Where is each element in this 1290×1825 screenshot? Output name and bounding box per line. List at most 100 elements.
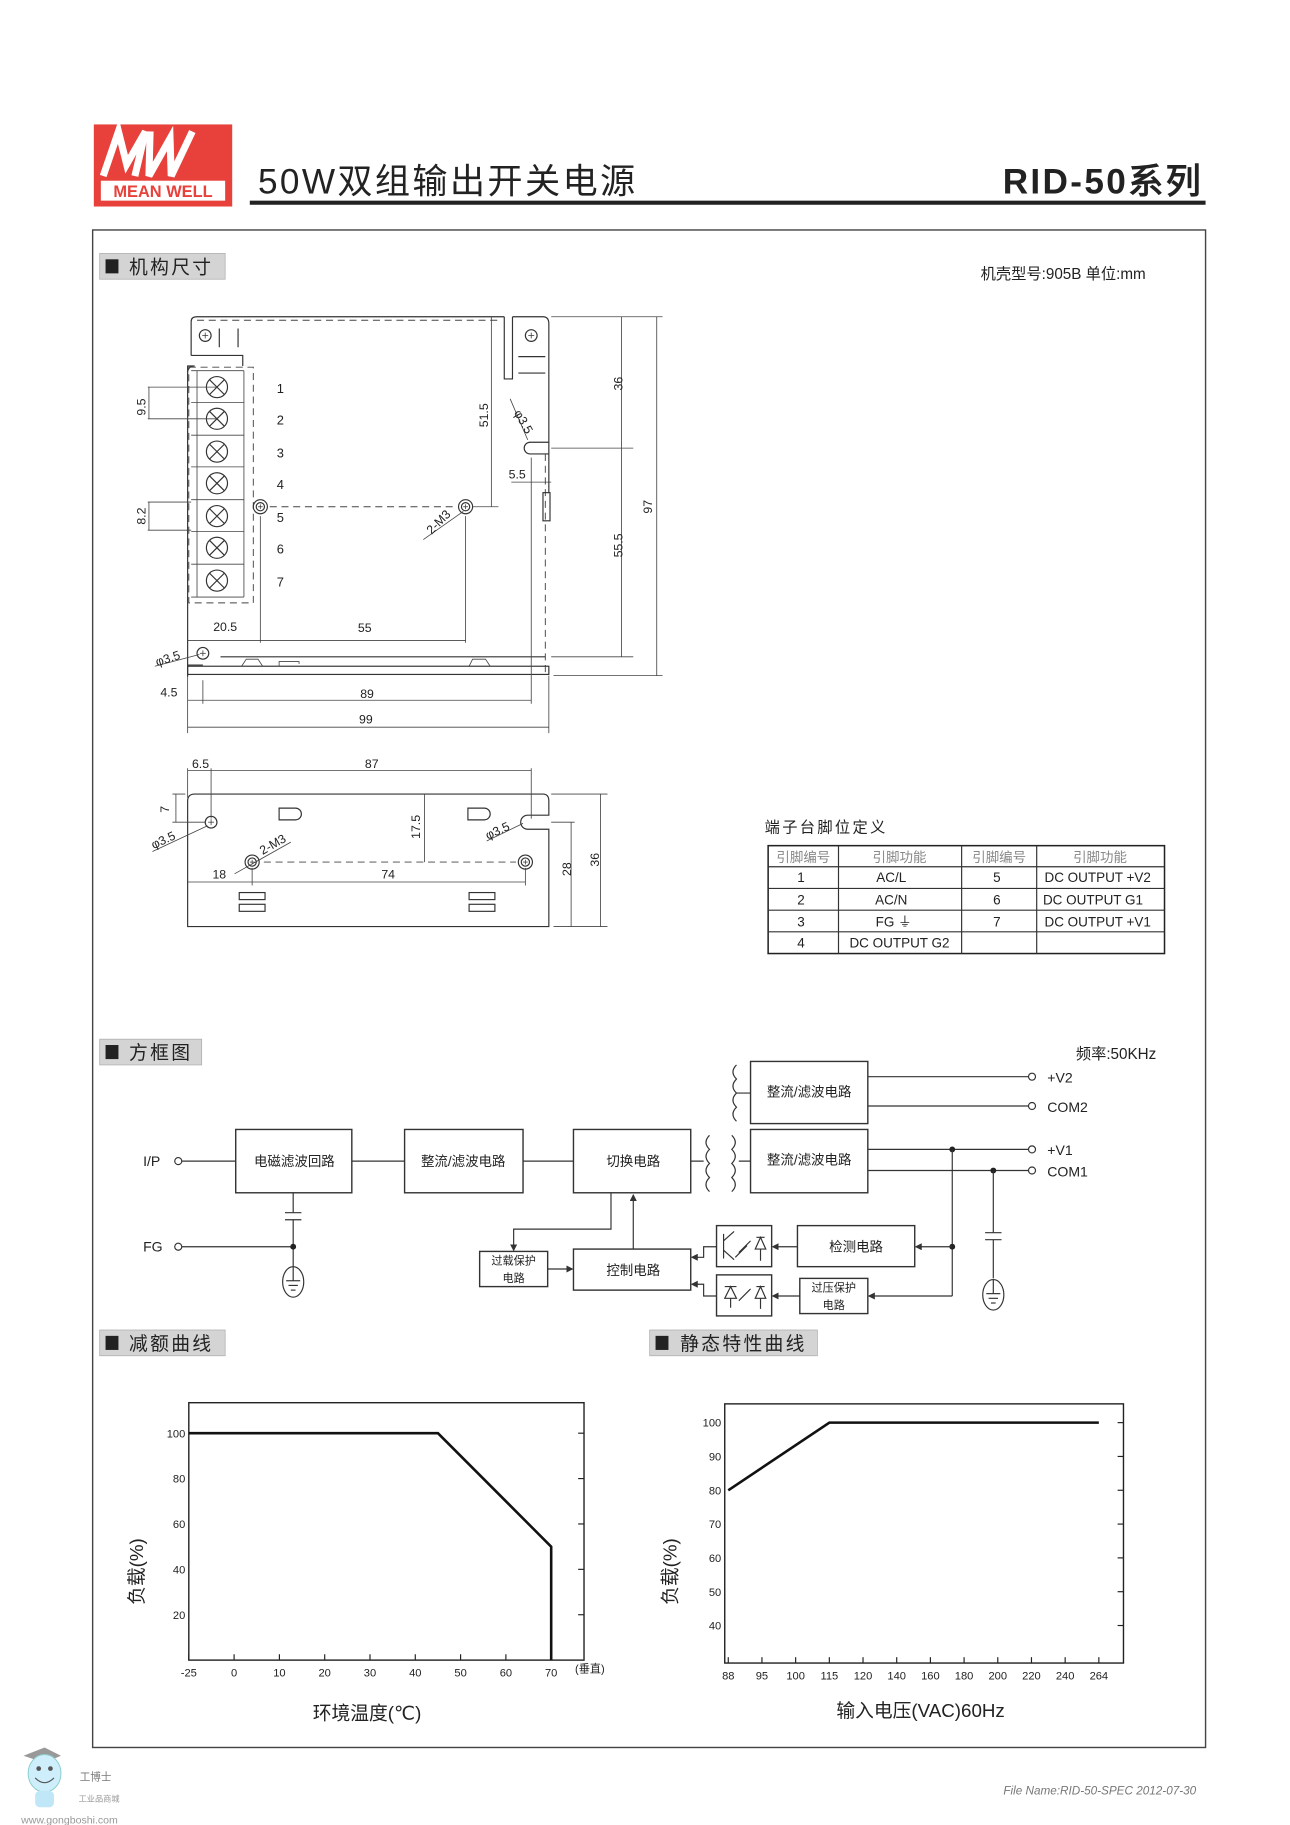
input-label: I/P: [143, 1153, 160, 1169]
dimension-label: 36: [612, 377, 626, 391]
table-row: 2 AC/N 6 DC OUTPUT G1: [797, 892, 1143, 907]
section-title: 机构尺寸: [129, 256, 213, 277]
x-tick-label: 88: [722, 1670, 734, 1682]
table-cell: 7: [993, 915, 1000, 930]
watermark-subtitle: 工业品商城: [79, 1793, 120, 1803]
x-tick-label: 240: [1056, 1670, 1075, 1682]
table-row: 4 DC OUTPUT G2: [797, 936, 949, 951]
block-rectifier-v1: 整流/滤波电路: [767, 1153, 852, 1168]
pin-label: 1: [277, 381, 284, 396]
section-mechanical: 机构尺寸: [99, 253, 226, 280]
section-title: 方框图: [129, 1042, 192, 1063]
table-cell: 5: [993, 870, 1000, 885]
y-axis-label: 负载(%): [126, 1538, 147, 1605]
table-cell: 1: [797, 870, 805, 885]
block-detection: 检测电路: [829, 1239, 883, 1254]
x-tick-label: 50: [454, 1668, 466, 1680]
dimension-label: 51.5: [477, 403, 491, 427]
side-view-drawing: 6.5 87 7 φ3.5 2-M3 17.5 18 74 φ3.5 28 36: [149, 757, 608, 928]
y-tick-label: 60: [173, 1519, 185, 1531]
table-cell: DC OUTPUT +V1: [1044, 915, 1150, 930]
table-cell: DC OUTPUT G2: [849, 936, 949, 951]
x-tick-label: 0: [231, 1668, 237, 1680]
output-v2-label: +V2: [1047, 1070, 1073, 1086]
series-line-derating: [188, 1431, 553, 1661]
table-cell: AC/N: [875, 892, 907, 907]
x-tick-label: 95: [756, 1670, 768, 1682]
x-tick-label: 30: [364, 1668, 376, 1680]
square-bullet-icon: [105, 1335, 119, 1350]
y-tick-label: 70: [709, 1519, 721, 1531]
block-emi-filter: 电磁滤波回路: [254, 1154, 335, 1169]
pin-label: 5: [277, 510, 284, 525]
y-tick-label: 20: [173, 1610, 185, 1622]
plot-frame: [188, 1401, 585, 1661]
dimension-label: 8.2: [134, 507, 148, 524]
x-axis-note: (垂直): [575, 1661, 605, 1675]
pin-label: 2: [277, 413, 284, 428]
x-axis-label: 环境温度(℃): [313, 1702, 422, 1723]
pin-label: 3: [277, 445, 284, 460]
y-tick-label: 100: [703, 1418, 722, 1430]
pin-label: 7: [277, 574, 284, 589]
table-header: 引脚编号: [776, 850, 830, 865]
dimension-label: 18: [212, 867, 226, 881]
table-cell: DC OUTPUT +V2: [1044, 870, 1150, 885]
dimension-label: 99: [359, 713, 373, 727]
square-bullet-icon: [105, 259, 119, 274]
dimension-label: 74: [381, 867, 395, 881]
dimension-label: 17.5: [409, 815, 423, 839]
table-row: 3 FG ⏚ 7 DC OUTPUT +V1: [797, 915, 1151, 930]
y-tick-label: 90: [709, 1452, 721, 1464]
brand-logo: MEAN WELL: [93, 119, 233, 207]
dimension-label: φ3.5: [149, 829, 178, 852]
logo-mark: [99, 119, 196, 178]
top-view-drawing: 1 2 3 4 5 6 7 9.5 8.2 51.5 36 97 55.5 5.…: [134, 316, 663, 734]
x-axis-label: 输入电压(VAC)60Hz: [836, 1700, 1004, 1721]
table-cell: AC/L: [876, 870, 906, 885]
frequency-label: 频率:50KHz: [1076, 1046, 1156, 1063]
y-tick-label: 60: [709, 1553, 721, 1565]
watermark-url: www.gongboshi.com: [20, 1815, 118, 1825]
table-row: 1 AC/L 5 DC OUTPUT +V2: [797, 870, 1151, 885]
dimension-label: 5.5: [509, 468, 526, 482]
dimension-label: 2-M3: [257, 831, 288, 857]
block-ovp: 过压保护: [812, 1280, 857, 1294]
table-header: 引脚功能: [1073, 850, 1127, 865]
page-title: 50W双组输出开关电源: [258, 163, 637, 202]
section-derating: 减额曲线: [99, 1329, 226, 1357]
dimension-label: φ3.5: [154, 648, 182, 669]
y-tick-label: 80: [173, 1474, 185, 1486]
dimension-label: 20.5: [213, 620, 237, 634]
x-tick-label: 200: [988, 1670, 1007, 1682]
dimension-label: 89: [360, 687, 374, 701]
section-static: 静态特性曲线: [649, 1329, 818, 1357]
x-tick-label: 120: [854, 1670, 873, 1682]
block-rectifier-v2: 整流/滤波电路: [767, 1085, 852, 1100]
optocoupler-icon: [715, 1274, 773, 1317]
pin-label: 6: [277, 542, 284, 557]
x-tick-label: 115: [820, 1670, 838, 1682]
x-tick-label: 40: [409, 1668, 421, 1680]
y-axis-label: 负载(%): [660, 1538, 681, 1605]
watermark-name: 工博士: [80, 1770, 112, 1783]
dimension-label: 6.5: [192, 757, 209, 771]
x-tick-label: 10: [273, 1668, 285, 1680]
section-title: 静态特性曲线: [680, 1333, 807, 1354]
dimension-label: 4.5: [160, 686, 177, 700]
y-tick-label: 100: [167, 1428, 186, 1440]
plot-frame: [724, 1403, 1125, 1664]
header-rule: [249, 200, 1206, 205]
dimension-label: 28: [560, 862, 574, 876]
x-tick-label: 60: [500, 1668, 512, 1680]
table-title: 端子台脚位定义: [765, 820, 888, 837]
block-olp: 电路: [503, 1272, 525, 1285]
output-com1-label: COM1: [1047, 1163, 1088, 1179]
table-header: 引脚功能: [873, 850, 927, 865]
y-tick-label: 40: [709, 1621, 721, 1633]
dimension-label: φ3.5: [511, 407, 536, 436]
series-line-static: [727, 1421, 1099, 1492]
x-tick-label: 100: [786, 1670, 805, 1682]
optocoupler-icon: [715, 1224, 773, 1268]
